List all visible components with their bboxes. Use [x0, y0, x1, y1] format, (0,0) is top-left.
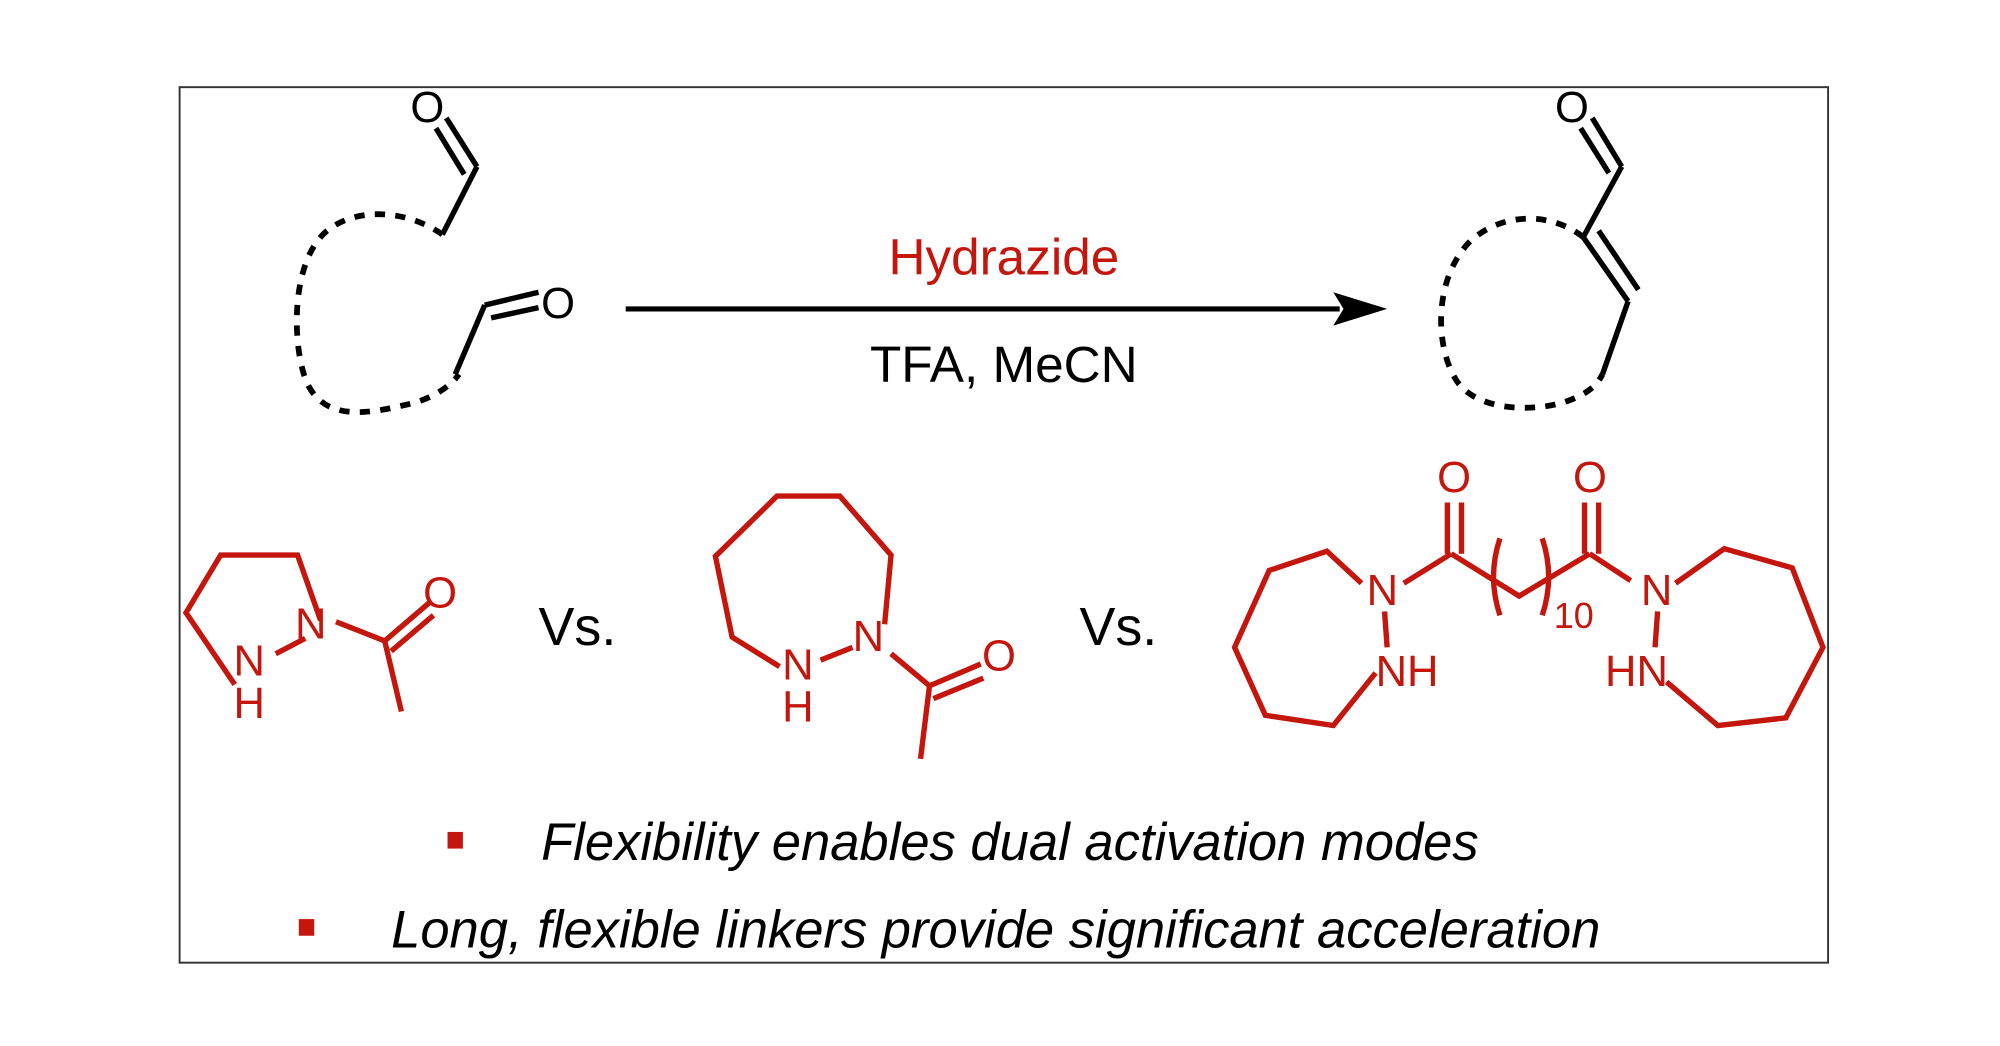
- cat1-co-1: [382, 600, 432, 643]
- product-ring-dashed: [1438, 215, 1606, 411]
- product-co-2: [1578, 126, 1612, 175]
- versus-label-2: Vs.: [1079, 597, 1157, 657]
- cat1-ring: [182, 552, 324, 687]
- cat2-o: O: [982, 632, 1016, 680]
- substrate-chain-top: [439, 165, 480, 236]
- cat2-n1: N: [853, 613, 884, 661]
- substrate-o-mid: O: [541, 280, 575, 328]
- cat1-nh-h: H: [233, 680, 264, 728]
- substrate-dialdehyde: O O: [293, 84, 575, 415]
- versus-label-1: Vs.: [539, 597, 617, 657]
- cat1-nn-bond: [274, 635, 307, 657]
- substrate-o-top: O: [410, 84, 444, 132]
- cat2-co-1: [928, 661, 982, 689]
- product-chain-bottom: [1599, 300, 1631, 376]
- cat1-n1: N: [295, 600, 326, 648]
- bullet-text-2: Long, flexible linkers provide significa…: [391, 900, 1600, 959]
- cat1-co-2: [389, 613, 436, 654]
- substrate-co-mid-2: [490, 305, 540, 321]
- cat3-n-left: N: [1367, 567, 1398, 615]
- cat3-nn-left: [1381, 611, 1390, 648]
- product-o-top: O: [1555, 84, 1589, 132]
- cat3-left-ring: [1231, 548, 1378, 729]
- cat1-n-c: [335, 619, 386, 644]
- cat1-nh-n: N: [233, 638, 264, 686]
- substrate-chain-bottom: [452, 304, 488, 376]
- cat3-n-c-left: [1402, 551, 1453, 586]
- product-co-1: [1589, 116, 1625, 169]
- product-chain-top: [1580, 165, 1625, 239]
- bullet-marker-2: [298, 919, 315, 936]
- substrate-co-top-1: [443, 116, 480, 169]
- cat3-o-left: O: [1437, 454, 1471, 502]
- substrate-co-top-2: [433, 126, 467, 176]
- cat1-methyl: [382, 640, 404, 713]
- cat2-n-c: [889, 651, 932, 688]
- cat3-n-c-right: [1588, 551, 1633, 583]
- arrow-head: [1333, 292, 1388, 326]
- cat2-methyl: [917, 685, 933, 760]
- cat3-o-right: O: [1573, 454, 1607, 502]
- reaction-arrow[interactable]: [625, 292, 1388, 326]
- cat2-nh-n: N: [782, 641, 813, 689]
- product-cc-double-2: [1596, 229, 1641, 292]
- cat3-repeat-count: 10: [1554, 596, 1594, 636]
- product-cc-double-1: [1581, 235, 1631, 303]
- cat2-nh-h: H: [782, 684, 813, 732]
- bullet-marker-1: [447, 831, 463, 849]
- cat3-right-ring: [1664, 545, 1826, 729]
- cat1-o: O: [423, 570, 457, 618]
- cat2-nn-bond: [819, 644, 854, 663]
- bullet-list: Flexibility enables dual activation mode…: [298, 813, 1600, 959]
- conditions-label: TFA, MeCN: [870, 336, 1138, 393]
- reagent-label: Hydrazide: [888, 228, 1119, 285]
- cat3-hn-right: HN: [1605, 648, 1668, 696]
- substrate-ring-dashed: [293, 211, 462, 415]
- cat2-ring: [712, 493, 894, 669]
- frame-border: [178, 86, 1830, 964]
- cat3-bracket-left: [1490, 537, 1503, 617]
- catalyst-diazepane: N N H O: [712, 493, 1016, 760]
- cat3-bracket-right: [1539, 537, 1552, 617]
- bullet-text-1: Flexibility enables dual activation mode…: [541, 813, 1479, 872]
- cat3-linker: [1449, 551, 1592, 600]
- cat3-n-right: N: [1641, 567, 1672, 615]
- catalyst-pyrazolidine: N N H O: [182, 552, 457, 728]
- cat3-nh-left: NH: [1376, 648, 1439, 696]
- cat2-co-2: [932, 675, 985, 702]
- product-enal: O: [1438, 84, 1641, 411]
- cat3-nn-right: [1652, 611, 1661, 648]
- substrate-co-mid-1: [484, 289, 540, 308]
- catalyst-bis-diazepane: N NH O 10 O N HN: [1231, 454, 1826, 729]
